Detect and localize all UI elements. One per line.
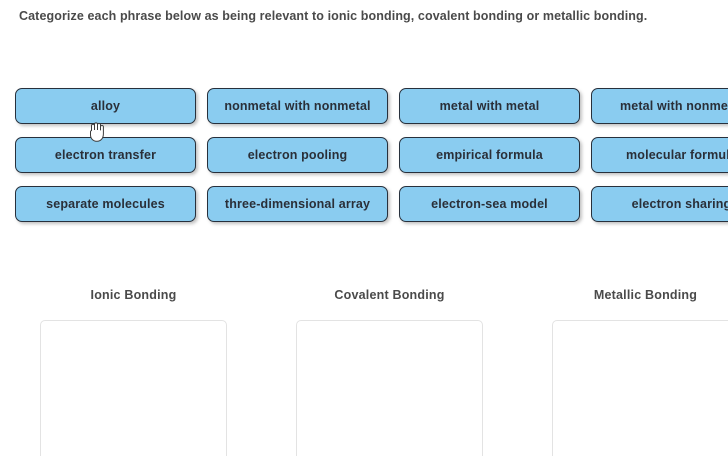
tile-row: alloy nonmetal with nonmetal metal with … <box>15 88 728 124</box>
tile-bank: alloy nonmetal with nonmetal metal with … <box>15 88 728 235</box>
draggable-tile[interactable]: electron pooling <box>207 137 388 173</box>
dropzone-metallic-bonding[interactable] <box>552 320 728 456</box>
draggable-tile[interactable]: nonmetal with nonmetal <box>207 88 388 124</box>
tile-row: separate molecules three-dimensional arr… <box>15 186 728 222</box>
draggable-tile[interactable]: alloy <box>15 88 196 124</box>
category-columns: Ionic Bonding Covalent Bonding Metallic … <box>40 288 728 456</box>
category-label: Covalent Bonding <box>334 288 445 302</box>
instruction-text: Categorize each phrase below as being re… <box>19 9 648 23</box>
draggable-tile[interactable]: electron-sea model <box>399 186 580 222</box>
category-column-metallic: Metallic Bonding <box>552 288 728 456</box>
category-label: Ionic Bonding <box>90 288 177 302</box>
draggable-tile[interactable]: metal with metal <box>399 88 580 124</box>
draggable-tile[interactable]: electron sharing <box>591 186 728 222</box>
category-label: Metallic Bonding <box>593 288 698 302</box>
dropzone-ionic-bonding[interactable] <box>40 320 227 456</box>
draggable-tile[interactable]: empirical formula <box>399 137 580 173</box>
tile-row: electron transfer electron pooling empir… <box>15 137 728 173</box>
category-column-covalent: Covalent Bonding <box>296 288 483 456</box>
category-column-ionic: Ionic Bonding <box>40 288 227 456</box>
draggable-tile[interactable]: separate molecules <box>15 186 196 222</box>
draggable-tile[interactable]: molecular formula <box>591 137 728 173</box>
draggable-tile[interactable]: three-dimensional array <box>207 186 388 222</box>
draggable-tile[interactable]: electron transfer <box>15 137 196 173</box>
draggable-tile[interactable]: metal with nonmetal <box>591 88 728 124</box>
dropzone-covalent-bonding[interactable] <box>296 320 483 456</box>
